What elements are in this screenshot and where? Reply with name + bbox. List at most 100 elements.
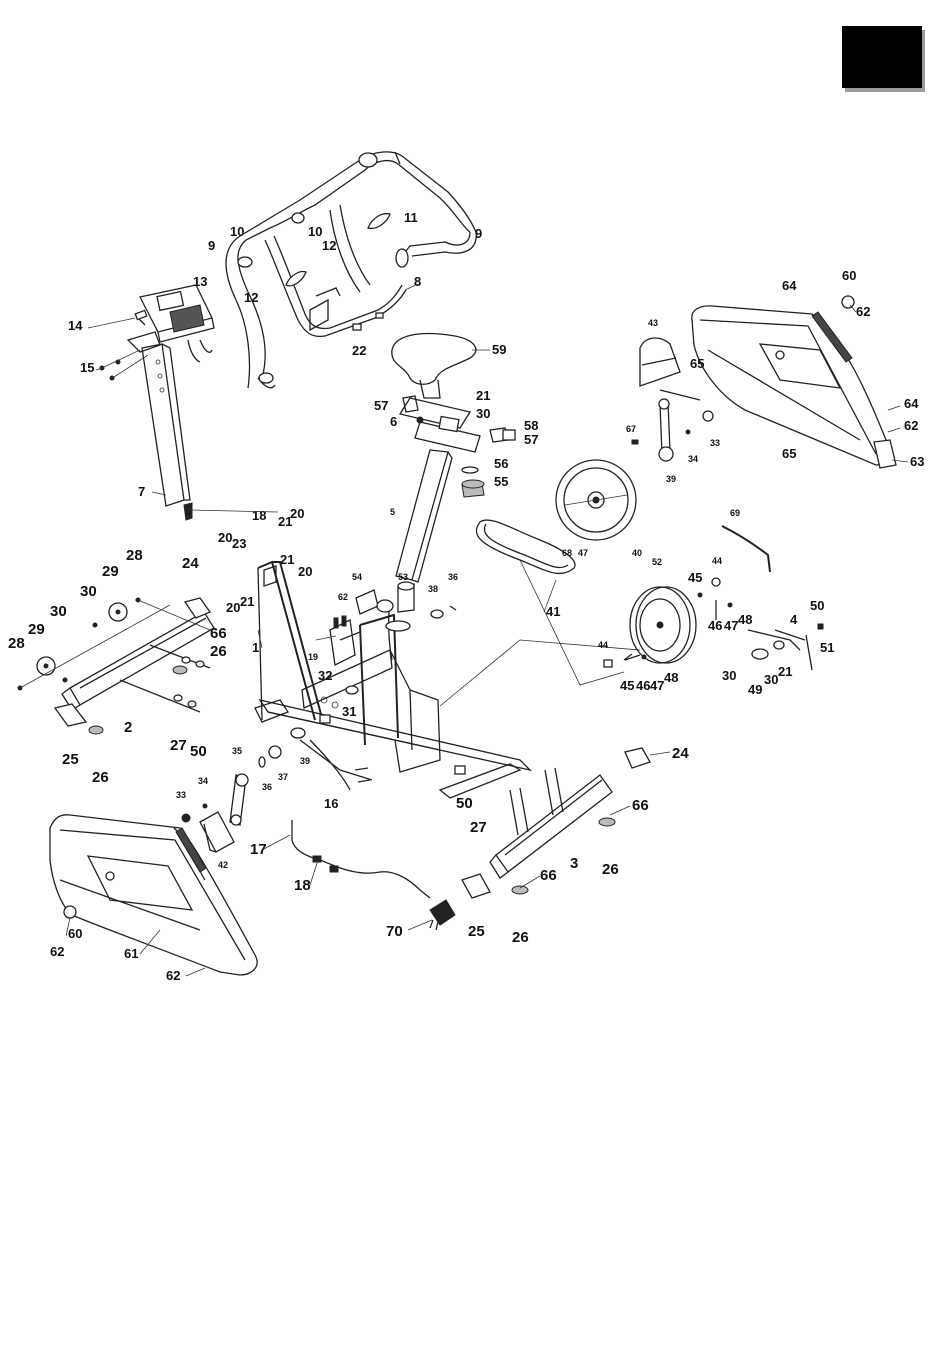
part-callout-54: 54: [352, 572, 362, 582]
part-callout-44: 44: [712, 556, 722, 566]
part-callout-32: 32: [318, 668, 332, 683]
part-callout-26: 26: [602, 861, 619, 878]
part-callout-18: 18: [294, 877, 311, 894]
part-callout-33: 33: [176, 790, 186, 800]
part-callout-30: 30: [476, 406, 490, 421]
part-callout-11: 11: [404, 210, 418, 225]
part-callout-7: 7: [138, 484, 145, 499]
part-callout-22: 22: [352, 343, 366, 358]
part-callout-66: 66: [632, 797, 649, 814]
sensor-cable: [721, 525, 771, 573]
part-callout-34: 34: [198, 776, 208, 786]
part-callout-24: 24: [182, 555, 199, 572]
part-callout-48: 48: [664, 670, 678, 685]
part-callout-28: 28: [126, 547, 143, 564]
part-callout-52: 52: [652, 557, 662, 567]
part-callout-70: 70: [386, 923, 403, 940]
part-callout-50: 50: [810, 598, 824, 613]
part-callout-26: 26: [210, 643, 227, 660]
part-callout-3: 3: [570, 855, 578, 872]
part-callout-68: 68: [562, 548, 572, 558]
part-callout-60: 60: [842, 268, 856, 283]
part-callout-23: 23: [232, 536, 246, 551]
part-callout-15: 15: [80, 360, 94, 375]
part-callout-19: 19: [308, 652, 318, 662]
tension-control: [333, 581, 457, 629]
part-callout-64: 64: [782, 278, 797, 293]
part-callout-26: 26: [92, 769, 109, 786]
power-adaptor: [291, 820, 456, 931]
part-callout-18: 18: [252, 508, 266, 523]
part-callout-48: 48: [738, 612, 752, 627]
part-callout-36: 36: [262, 782, 272, 792]
part-callout-30: 30: [764, 672, 778, 687]
part-callout-67: 67: [626, 424, 636, 434]
part-callout-34: 34: [688, 454, 698, 464]
part-callout-47: 47: [578, 548, 588, 558]
part-callout-39: 39: [666, 474, 676, 484]
part-callout-47: 47: [724, 618, 738, 633]
part-callout-69: 69: [730, 508, 740, 518]
part-callout-14: 14: [68, 318, 83, 333]
part-callout-66: 66: [540, 867, 557, 884]
part-callout-55: 55: [494, 474, 508, 489]
rear-stabilizer-right: [461, 747, 651, 899]
part-callout-57: 57: [524, 432, 538, 447]
part-callout-20: 20: [298, 564, 312, 579]
part-callout-65: 65: [690, 356, 704, 371]
part-callout-12: 12: [322, 238, 336, 253]
part-callout-20: 20: [290, 506, 304, 521]
part-callout-45: 45: [688, 570, 702, 585]
part-callout-60: 60: [68, 926, 82, 941]
part-callout-12: 12: [244, 290, 258, 305]
part-callout-41: 41: [546, 604, 560, 619]
part-callout-62: 62: [50, 944, 64, 959]
part-callout-36: 36: [448, 572, 458, 582]
part-callout-5: 5: [390, 507, 395, 517]
part-callout-10: 10: [308, 224, 322, 239]
part-callout-29: 29: [102, 563, 119, 580]
part-callout-43: 43: [648, 318, 658, 328]
part-callout-21: 21: [240, 594, 254, 609]
part-callout-16: 16: [324, 796, 338, 811]
part-callout-17: 17: [250, 841, 267, 858]
seat-assembly: [391, 332, 516, 583]
part-callout-56: 56: [494, 456, 508, 471]
part-callout-27: 27: [170, 737, 187, 754]
part-callout-49: 49: [748, 682, 762, 697]
part-callout-50: 50: [190, 743, 207, 760]
part-callout-28: 28: [8, 635, 25, 652]
part-callout-6: 6: [390, 414, 397, 429]
part-callout-40: 40: [632, 548, 642, 558]
drive-pulley: [439, 459, 641, 707]
part-callout-20: 20: [226, 600, 240, 615]
part-callout-44: 44: [598, 640, 608, 650]
part-callout-2: 2: [124, 719, 132, 736]
part-callout-21: 21: [778, 664, 792, 679]
part-callout-63: 63: [910, 454, 924, 469]
part-callout-4: 4: [790, 612, 798, 627]
part-callout-57: 57: [374, 398, 388, 413]
part-callout-33: 33: [710, 438, 720, 448]
part-callout-31: 31: [342, 704, 356, 719]
part-callout-45: 45: [620, 678, 634, 693]
part-callout-30: 30: [50, 603, 67, 620]
part-callout-46: 46: [708, 618, 722, 633]
right-side-cover: [639, 295, 897, 469]
main-frame: [254, 560, 533, 799]
part-callout-9: 9: [208, 238, 215, 253]
part-callout-10: 10: [230, 224, 244, 239]
part-callout-50: 50: [456, 795, 473, 812]
right-crank: [631, 398, 714, 462]
part-callout-20: 20: [218, 530, 232, 545]
part-callout-35: 35: [232, 746, 242, 756]
part-callout-65: 65: [782, 446, 796, 461]
part-callout-27: 27: [470, 819, 487, 836]
part-callout-8: 8: [414, 274, 421, 289]
part-callout-66: 66: [210, 625, 227, 642]
part-callout-24: 24: [672, 745, 689, 762]
page-tab-marker: [842, 26, 922, 88]
part-callout-30: 30: [722, 668, 736, 683]
callout-labels: 9 10 10 11 9 12 13 12 8 14 22 15 59 21 5…: [8, 210, 924, 983]
